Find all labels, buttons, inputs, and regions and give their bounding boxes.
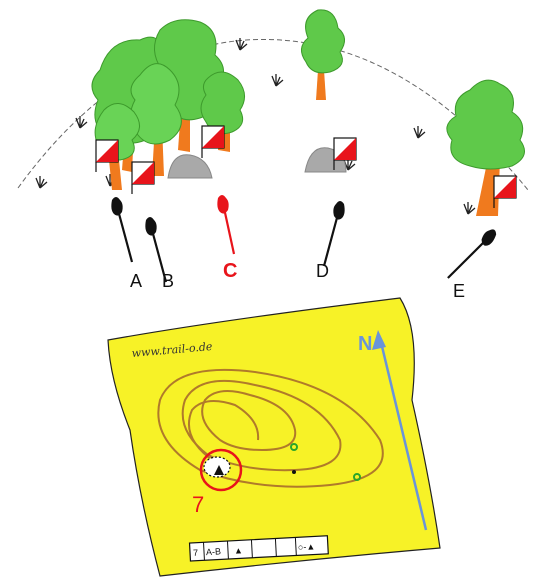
orienteering-flag-icon [131, 161, 155, 195]
hand-pointer-icon [110, 195, 134, 264]
tree-d [301, 9, 345, 100]
hand-pointer-icon [322, 199, 346, 268]
rock-symbol [214, 465, 224, 475]
dot-feature [292, 470, 296, 474]
north-arrow [378, 337, 428, 531]
control-number: 7 [192, 492, 204, 517]
label-c: C [223, 260, 237, 282]
green-feature [290, 443, 298, 451]
control-description: 7 A-B ▲ ○-▲ [188, 535, 329, 562]
label-b: B [162, 271, 174, 291]
label-d: D [316, 261, 329, 281]
rock [167, 154, 213, 179]
boulder-feature [203, 456, 231, 478]
orienteering-map: www.trail-o.de 7 N 7 A-B [107, 297, 441, 577]
desc-cell: ▲ [234, 545, 243, 555]
orienteering-flag-icon [201, 125, 225, 159]
north-arrow-head [372, 330, 386, 350]
label-e: E [453, 281, 465, 301]
hand-pointer-icon [446, 220, 500, 290]
hand-pointer-icon [216, 193, 236, 256]
north-label: N [358, 333, 372, 355]
tree-cluster [91, 19, 245, 190]
control-circle [199, 448, 243, 492]
hill-outline [17, 38, 529, 191]
desc-cell: A-B [206, 546, 222, 557]
desc-cell: 7 [193, 548, 199, 558]
label-a: A [130, 271, 142, 291]
contour-lines [157, 368, 384, 488]
green-feature [353, 473, 361, 481]
desc-cell: ○-▲ [298, 541, 316, 552]
